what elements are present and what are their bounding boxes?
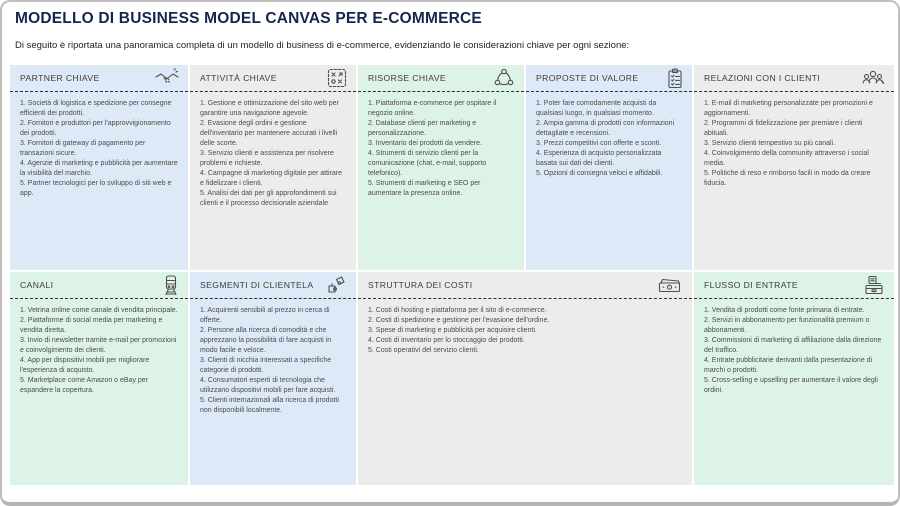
train-icon <box>163 274 179 296</box>
list-item: 1. Poter fare comodamente acquisti da qu… <box>536 100 657 117</box>
people-group-icon <box>861 68 885 88</box>
section-relazioni-con-i-clienti: RELAZIONI CON I CLIENTI 1. E-mail di mar… <box>694 65 894 270</box>
list-item: 4. Agenzie di marketing e pubblicità per… <box>20 160 178 177</box>
page-title: MODELLO DI BUSINESS MODEL CANVAS PER E-C… <box>15 10 482 27</box>
list-item: 4. Campagne di marketing digitale per at… <box>200 170 343 187</box>
list-item: 1. Acquirenti sensibili al prezzo in cer… <box>200 307 330 324</box>
cash-drawer-icon <box>863 275 885 296</box>
list-item: 3. Inventario dei prodotti da vendere. <box>368 140 483 147</box>
list-item: 5. Politiche di reso e rimborso facili i… <box>704 170 871 187</box>
section-header: RISORSE CHIAVE <box>358 65 524 92</box>
list-item: 3. Servizio clienti tempestivo su più ca… <box>704 140 836 147</box>
canvas-grid: PARTNER CHIAVE 1. Società di logistica e… <box>10 65 894 485</box>
list-item: 1. Gestione e ottimizzazione del sito we… <box>200 100 339 117</box>
list-item: 3. Prezzi competitivi con offerte e scon… <box>536 140 662 147</box>
section-item-list: 1. Vendita di prodotti come fonte primar… <box>694 299 894 396</box>
tactics-board-icon <box>327 68 347 88</box>
list-item: 1. E-mail di marketing personalizzate pe… <box>704 100 873 117</box>
list-item: 2. Costi di spedizione e gestione per l'… <box>368 317 550 324</box>
list-item: 5. Strumenti di marketing e SEO per aume… <box>368 180 481 197</box>
list-item: 5. Opzioni di consegna veloci e affidabi… <box>536 170 663 177</box>
section-item-list: 1. Società di logistica e spedizione per… <box>10 92 188 199</box>
section-header: CANALI <box>10 272 188 299</box>
banknote-icon <box>657 276 683 294</box>
list-item: 2. Fornitori e produttori per l'approvvi… <box>20 120 171 137</box>
section-item-list: 1. Piattaforma e-commerce per ospitare i… <box>358 92 524 199</box>
list-item: 2. Piattaforme di social media per marke… <box>20 317 163 334</box>
list-item: 2. Evasione degli ordini e gestione dell… <box>200 120 338 147</box>
section-title: FLUSSO DI ENTRATE <box>704 280 799 290</box>
section-title: ATTIVITÀ CHIAVE <box>200 73 277 83</box>
section-title: PARTNER CHIAVE <box>20 73 100 83</box>
cycle-icon <box>493 68 515 88</box>
section-header: FLUSSO DI ENTRATE <box>694 272 894 299</box>
section-flusso-di-entrate: FLUSSO DI ENTRATE 1. Vendita di prodotti… <box>694 272 894 485</box>
section-title: PROPOSTE DI VALORE <box>536 73 639 83</box>
list-item: 2. Database clienti per marketing e pers… <box>368 120 477 137</box>
section-title: SEGMENTI DI CLIENTELA <box>200 280 314 290</box>
list-item: 4. Strumenti di servizio clienti per la … <box>368 150 487 177</box>
section-header: ATTIVITÀ CHIAVE <box>190 65 356 92</box>
list-item: 1. Vetrina online come canale di vendita… <box>20 307 178 314</box>
section-risorse-chiave: RISORSE CHIAVE 1. Piattaforma e-commerce… <box>358 65 524 270</box>
list-item: 2. Servizi in abbonamento per funzionali… <box>704 317 870 334</box>
list-item: 4. Costi di inventario per lo stoccaggio… <box>368 337 525 344</box>
list-item: 5. Marketplace come Amazon o eBay per es… <box>20 377 149 394</box>
list-item: 2. Ampia gamma di prodotti con informazi… <box>536 120 675 137</box>
section-item-list: 1. E-mail di marketing personalizzate pe… <box>694 92 894 189</box>
list-item: 4. App per dispositivi mobili per miglio… <box>20 357 150 374</box>
section-item-list: 1. Poter fare comodamente acquisti da qu… <box>526 92 692 179</box>
handshake-icon <box>155 68 179 88</box>
list-item: 3. Fornitori di gateway di pagamento per… <box>20 140 146 157</box>
list-item: 1. Società di logistica e spedizione per… <box>20 100 172 117</box>
list-item: 5. Partner tecnologici per lo sviluppo d… <box>20 180 172 197</box>
section-header: STRUTTURA DEI COSTI <box>358 272 692 299</box>
list-item: 4. Consumatori esperti di tecnologia che… <box>200 377 336 394</box>
section-canali: CANALI 1. Vetrina online come canale di … <box>10 272 188 485</box>
section-title: STRUTTURA DEI COSTI <box>368 280 473 290</box>
section-attivita-chiave: ATTIVITÀ CHIAVE 1. Gestione e ottimizzaz… <box>190 65 356 270</box>
puzzle-icon <box>326 275 347 296</box>
list-item: 3. Servizio clienti e assistenza per ris… <box>200 150 334 167</box>
list-item: 5. Cross-selling e upselling per aumenta… <box>704 377 878 394</box>
section-header: PROPOSTE DI VALORE <box>526 65 692 92</box>
section-proposte-di-valore: PROPOSTE DI VALORE 1. Poter fare comodam… <box>526 65 692 270</box>
list-item: 3. Clienti di nicchia interessati a spec… <box>200 357 332 374</box>
section-header: SEGMENTI DI CLIENTELA <box>190 272 356 299</box>
list-item: 3. Invio di newsletter tramite e-mail pe… <box>20 337 177 354</box>
list-item: 5. Clienti internazionali alla ricerca d… <box>200 397 339 414</box>
list-item: 2. Persone alla ricerca di comodità e ch… <box>200 327 332 354</box>
list-item: 2. Programmi di fidelizzazione per premi… <box>704 120 863 137</box>
section-struttura-dei-costi: STRUTTURA DEI COSTI 1. Costi di hosting … <box>358 272 692 485</box>
section-segmenti-di-clientela: SEGMENTI DI CLIENTELA 1. Acquirenti sens… <box>190 272 356 485</box>
section-header: PARTNER CHIAVE <box>10 65 188 92</box>
list-item: 1. Piattaforma e-commerce per ospitare i… <box>368 100 497 117</box>
list-item: 4. Coinvolgimento della community attrav… <box>704 150 869 167</box>
list-item: 1. Costi di hosting e piattaforma per il… <box>368 307 547 314</box>
section-partner-chiave: PARTNER CHIAVE 1. Società di logistica e… <box>10 65 188 270</box>
list-item: 4. Entrate pubblicitarie derivanti dalla… <box>704 357 873 374</box>
section-title: RELAZIONI CON I CLIENTI <box>704 73 821 83</box>
section-title: CANALI <box>20 280 54 290</box>
list-item: 5. Analisi dei dati per gli approfondime… <box>200 190 337 207</box>
list-item: 3. Commissioni di marketing di affiliazi… <box>704 337 882 354</box>
section-item-list: 1. Acquirenti sensibili al prezzo in cer… <box>190 299 356 416</box>
list-item: 1. Vendita di prodotti come fonte primar… <box>704 307 865 314</box>
page-subtitle: Di seguito è riportata una panoramica co… <box>15 40 630 51</box>
section-item-list: 1. Costi di hosting e piattaforma per il… <box>358 299 692 356</box>
section-title: RISORSE CHIAVE <box>368 73 447 83</box>
list-item: 4. Esperienza di acquisto personalizzata… <box>536 150 662 167</box>
section-item-list: 1. Vetrina online come canale di vendita… <box>10 299 188 396</box>
section-item-list: 1. Gestione e ottimizzazione del sito we… <box>190 92 356 209</box>
list-item: 3. Spese di marketing e pubblicità per a… <box>368 327 537 334</box>
checklist-clipboard-icon <box>667 68 683 89</box>
list-item: 5. Costi operativi del servizio clienti. <box>368 347 479 354</box>
section-header: RELAZIONI CON I CLIENTI <box>694 65 894 92</box>
